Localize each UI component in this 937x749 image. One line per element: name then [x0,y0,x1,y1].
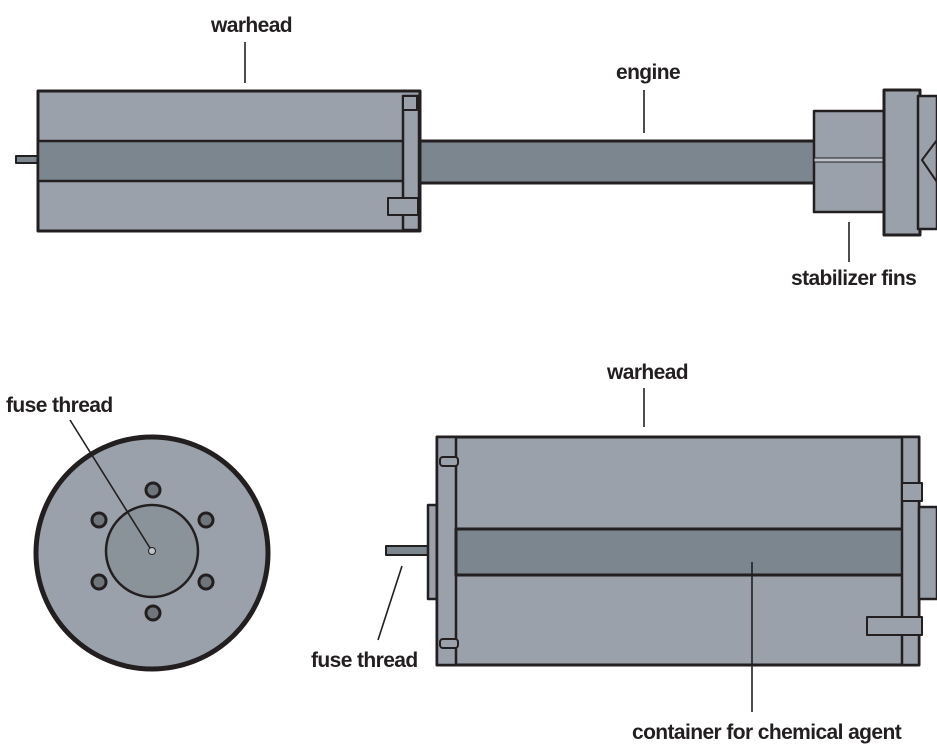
top-container-band [36,139,406,183]
top-tail-plate-rear [916,94,937,231]
label-fuse-thread-side-view: fuse thread [311,649,418,672]
end-view [33,434,271,672]
bottom-rear-tab-lower [866,616,923,636]
top-tail-detail [921,139,937,183]
bottom-fuse-stub [385,545,433,556]
top-tail-plate [882,88,922,237]
bottom-front-tab-upper [439,456,459,467]
label-container-chemical-agent: container for chemical agent [632,721,902,744]
leader-fuse-thread-end [69,419,151,549]
bolt-hole [144,604,162,622]
bolt-hole [144,481,162,499]
bottom-engine-stub [917,505,937,601]
top-flange-tab-upper [402,95,418,111]
bottom-front-tab-lower [439,638,459,649]
top-fin-slot [813,157,885,163]
top-flange-tab-lower [387,197,419,216]
bolt-hole [197,573,215,591]
bottom-warhead [385,435,937,667]
bottom-front-flange [435,435,458,667]
bottom-rear-tab-upper [901,482,923,502]
top-engine-tube [418,139,887,185]
end-view-bolts [90,481,215,622]
label-fuse-thread-end-view: fuse thread [6,394,113,417]
end-view-fuse-hole [148,547,156,555]
label-bottom-warhead: warhead [607,361,689,384]
bolt-hole [90,511,108,529]
top-fuse-stub [15,155,41,164]
label-stabilizer-fins: stabilizer fins [791,267,917,290]
label-engine: engine [616,61,681,84]
bolt-hole [197,511,215,529]
top-rocket [15,88,937,237]
leader-fuse-thread-side [377,565,403,641]
leader-lines [69,42,850,712]
bottom-container-band [454,527,906,577]
label-top-warhead: warhead [211,14,293,37]
bolt-hole [90,573,108,591]
